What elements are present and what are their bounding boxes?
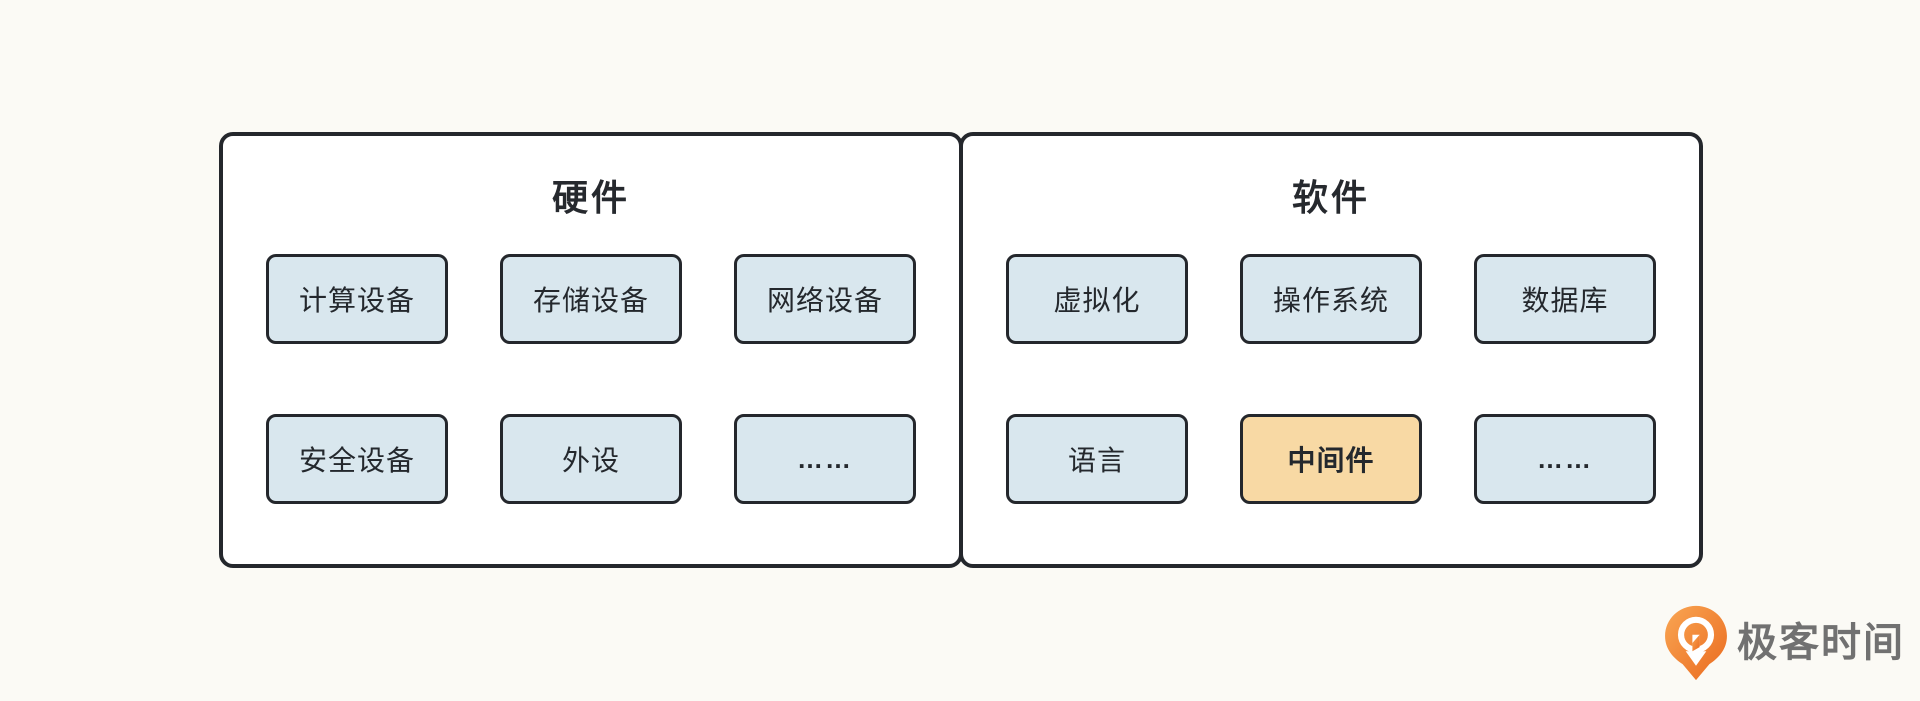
node-operating-system: 操作系统: [1240, 254, 1422, 344]
node-peripherals: 外设: [500, 414, 682, 504]
node-hardware-ellipsis: ……: [734, 414, 916, 504]
node-virtualization: 虚拟化: [1006, 254, 1188, 344]
geektime-logo: 极客时间: [1663, 603, 1905, 683]
node-network-devices: 网络设备: [734, 254, 916, 344]
node-middleware: 中间件: [1240, 414, 1422, 504]
panel-software-grid: 虚拟化 操作系统 数据库 语言 中间件 ……: [1006, 254, 1656, 504]
node-security-devices: 安全设备: [266, 414, 448, 504]
node-software-ellipsis: ……: [1474, 414, 1656, 504]
panel-hardware-grid: 计算设备 存储设备 网络设备 安全设备 外设 ……: [266, 254, 916, 504]
hardware-software-diagram: 硬件 计算设备 存储设备 网络设备 安全设备 外设 …… 软件 虚拟化 操作系统…: [219, 132, 1703, 568]
panel-software: 软件 虚拟化 操作系统 数据库 语言 中间件 ……: [959, 132, 1703, 568]
node-database: 数据库: [1474, 254, 1656, 344]
panel-hardware: 硬件 计算设备 存储设备 网络设备 安全设备 外设 ……: [219, 132, 963, 568]
geektime-logo-text: 极客时间: [1737, 621, 1905, 665]
node-language: 语言: [1006, 414, 1188, 504]
panel-software-title: 软件: [1291, 177, 1370, 218]
geektime-pin-icon: [1665, 605, 1727, 681]
node-storage-devices: 存储设备: [500, 254, 682, 344]
node-computing-devices: 计算设备: [266, 254, 448, 344]
panel-hardware-title: 硬件: [551, 177, 630, 218]
